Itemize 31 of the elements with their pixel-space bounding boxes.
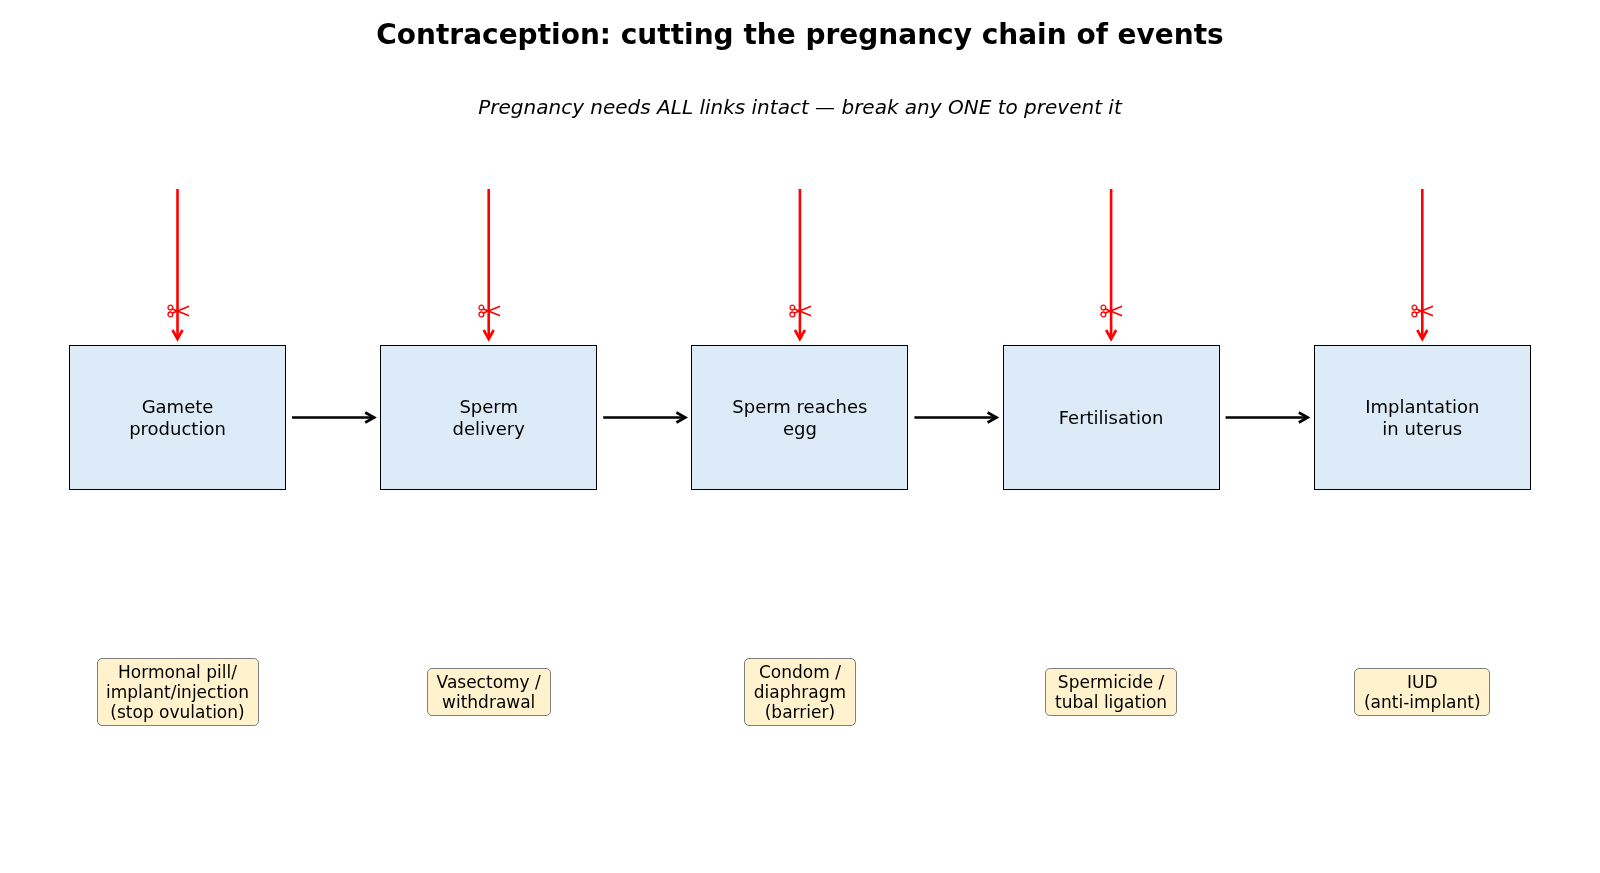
arrow	[171, 189, 184, 341]
method-box	[743, 658, 856, 726]
method-box	[426, 668, 551, 716]
step-label: Gamete production	[128, 395, 227, 440]
arrow	[1416, 189, 1429, 341]
method-box	[1354, 668, 1491, 716]
method-label: Condom / diaphragm (barrier)	[752, 662, 847, 722]
arrow	[482, 189, 495, 341]
method-label: Hormonal pill/ implant/injection (stop ovulation)	[105, 662, 250, 722]
arrow	[793, 189, 807, 341]
arrow	[603, 411, 687, 424]
process-box	[1313, 345, 1531, 490]
step-label: Sperm reaches egg	[731, 395, 869, 440]
process-box	[691, 345, 909, 490]
method-box	[96, 658, 259, 726]
method-box	[1045, 668, 1178, 716]
step-label: Sperm delivery	[451, 395, 526, 440]
arrow	[292, 411, 376, 424]
process-box	[69, 345, 286, 490]
method-label: Vasectomy / withdrawal	[435, 672, 542, 712]
step-label: Fertilisation	[1058, 406, 1164, 429]
diagram-title: Contraception: cutting the pregnancy chain of events	[376, 17, 1224, 53]
arrow	[1225, 411, 1310, 424]
process-box	[380, 345, 598, 490]
method-label: Spermicide / tubal ligation	[1054, 672, 1169, 712]
method-label: IUD (anti-implant)	[1362, 672, 1482, 712]
step-label: Implantation in uterus	[1364, 395, 1481, 440]
arrow	[1104, 189, 1118, 341]
subtitle: Pregnancy needs ALL links intact — break any ONE to prevent it	[478, 94, 1122, 120]
arrow	[914, 411, 998, 424]
process-box	[1002, 345, 1220, 490]
